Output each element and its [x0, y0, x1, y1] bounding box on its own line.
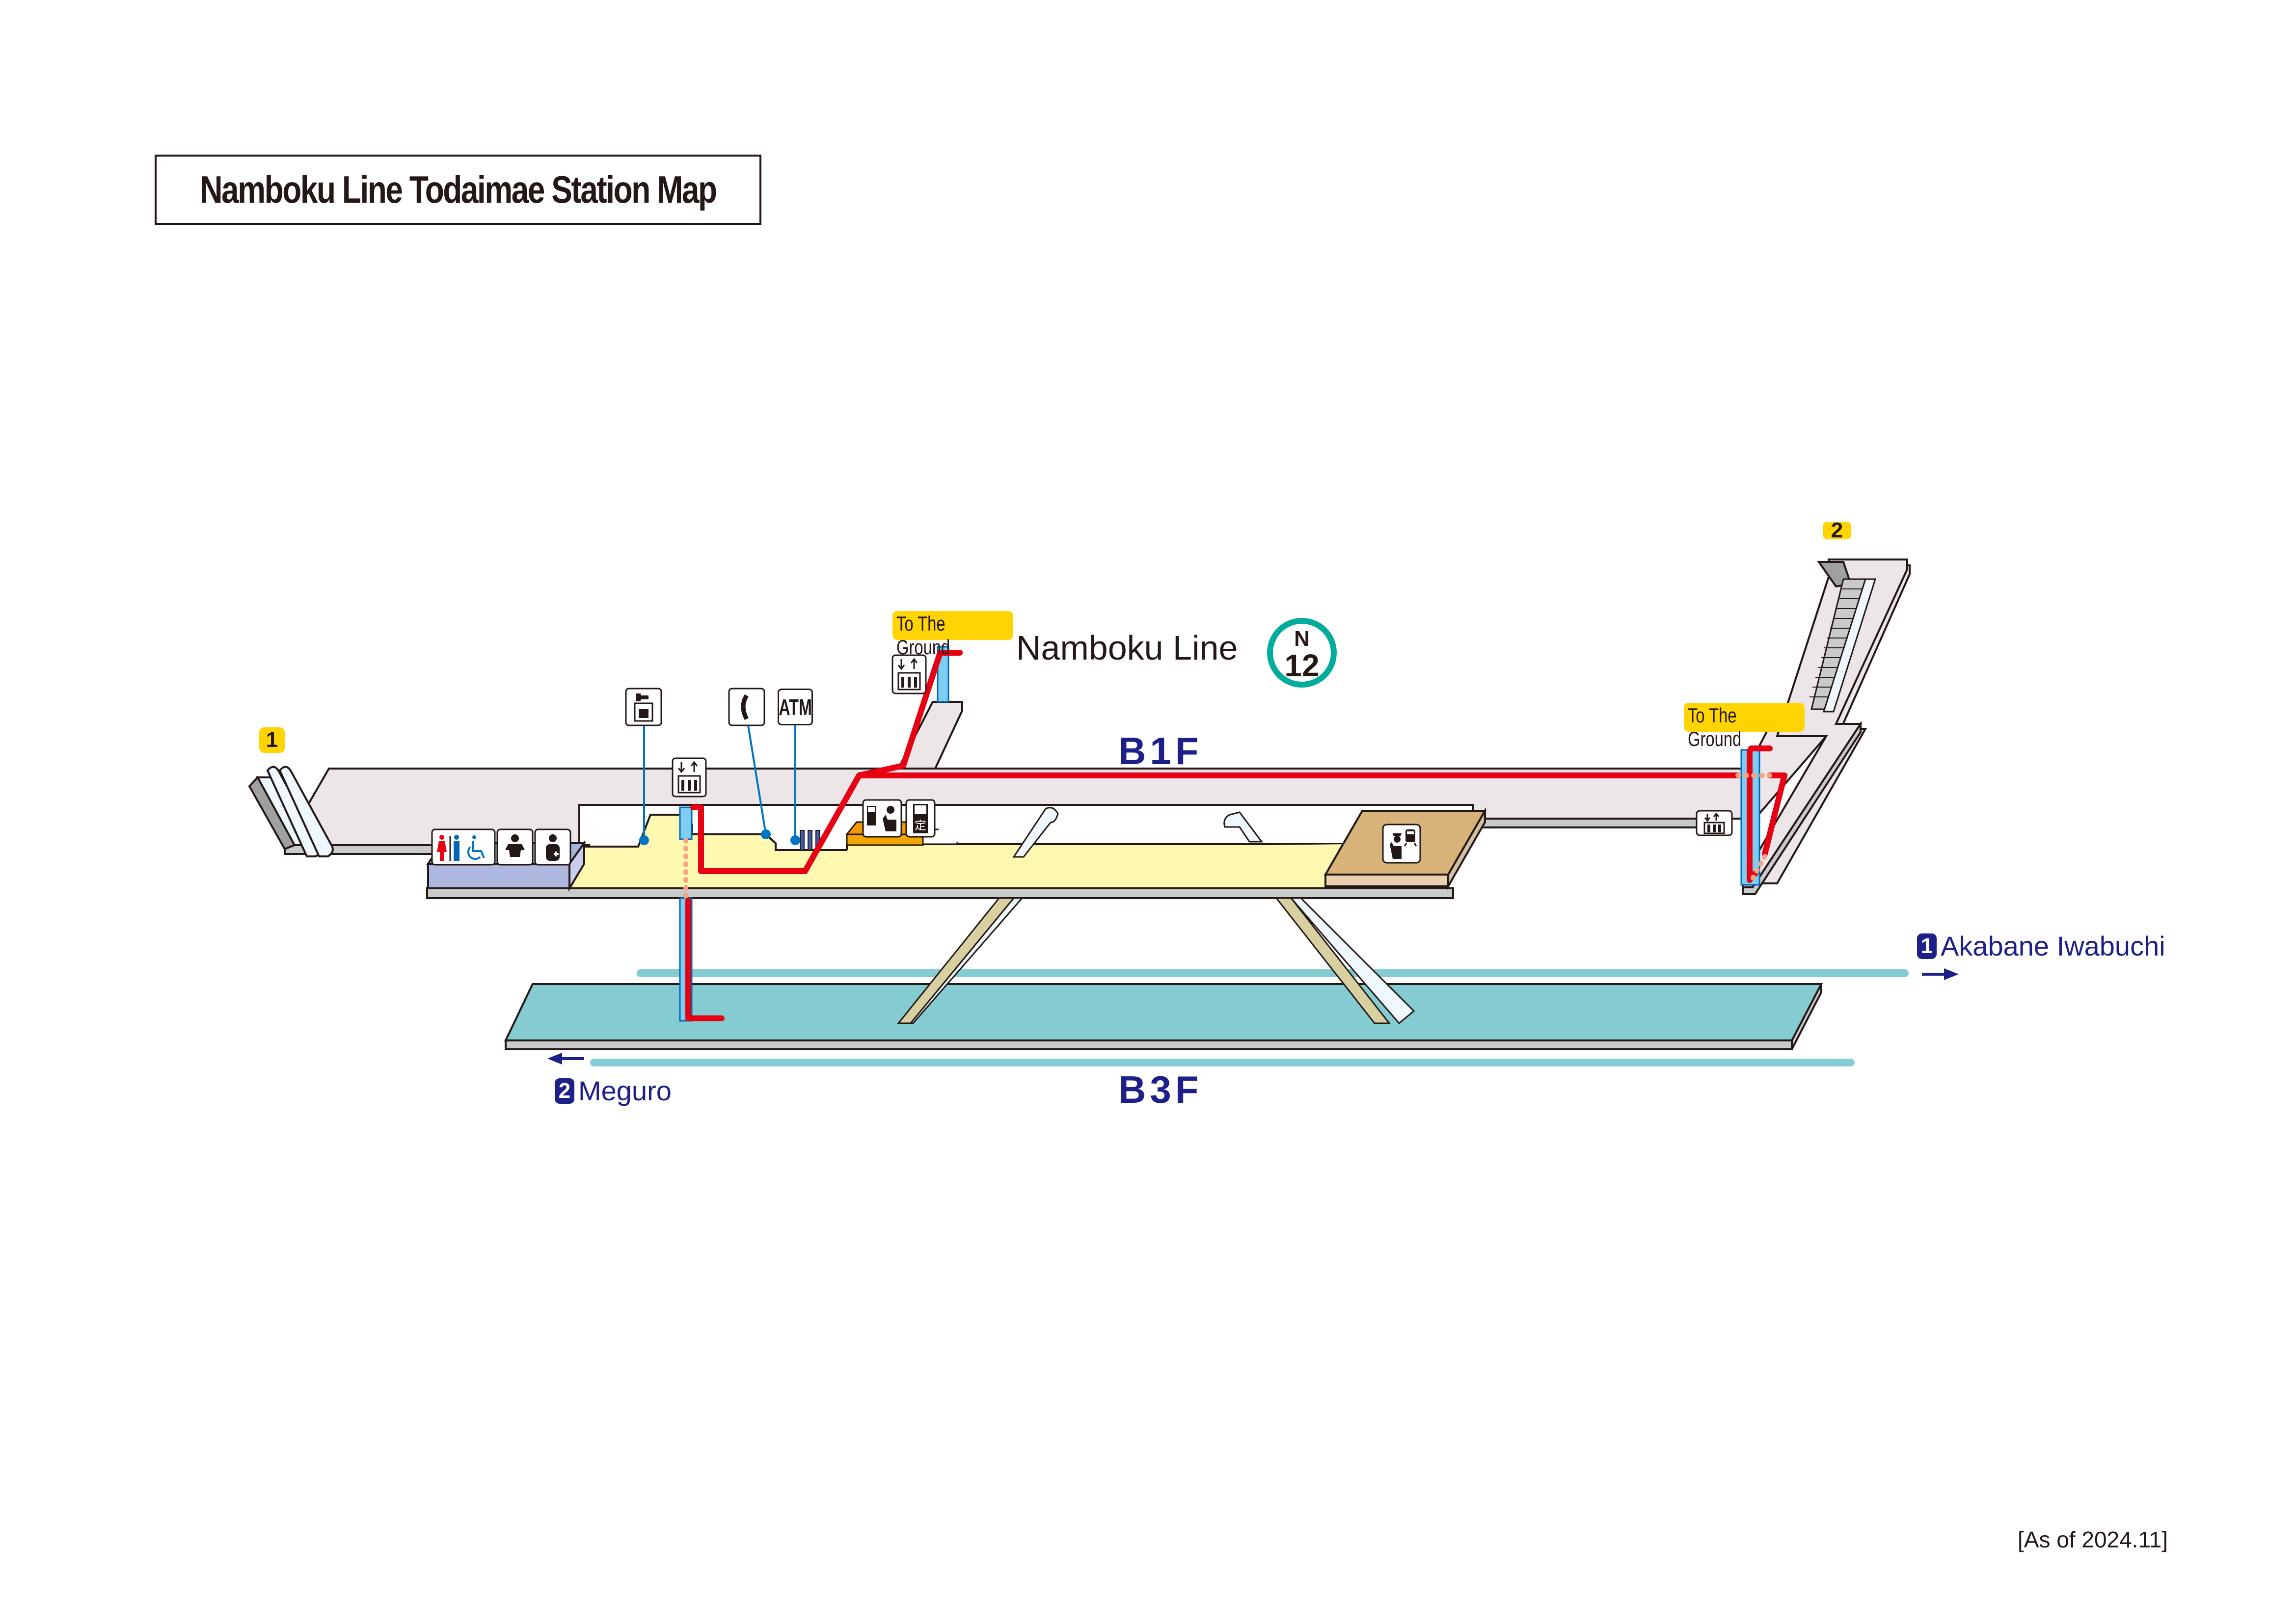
line-name: Namboku Line [1016, 629, 1238, 667]
stairs-left-to-platform [896, 807, 1059, 1024]
arrow-right-icon [1922, 968, 1959, 980]
elevator-icon [891, 654, 927, 694]
exit-1-number: 1 [266, 728, 278, 752]
fare-adjustment-icon [862, 799, 902, 838]
b3f-platform [504, 983, 1823, 1050]
exit-1-badge[interactable]: 1 [259, 727, 285, 753]
exit-2-number: 2 [1831, 518, 1843, 542]
floor-label-b1f: B1F [1118, 729, 1203, 772]
first-aid-icon [534, 828, 571, 866]
commuter-pass-icon: 定 [905, 799, 936, 838]
track-number-2: 2 [555, 1078, 574, 1104]
arrow-left-icon [547, 1053, 584, 1064]
floor-label-b3f: B3F [1118, 1068, 1203, 1111]
elevator-icon [672, 757, 707, 798]
track-number-1: 1 [1917, 933, 1937, 959]
as-of-date: [As of 2024.11] [2018, 1527, 2168, 1552]
stairs-right-to-platform [1223, 811, 1415, 1025]
exit-2-stairs [1810, 561, 1877, 713]
destination-akabane-iwabuchi: Akabane Iwabuchi [1941, 931, 2165, 961]
direction-akabane-iwabuchi: 1 Akabane Iwabuchi [1917, 930, 2165, 962]
accessible-route-dotted [1735, 773, 1772, 881]
station-office-icon [1382, 824, 1421, 864]
coin-locker-icon [625, 688, 662, 726]
line-code-letter: N [1294, 627, 1310, 651]
line-number-badge: N 12 [1267, 618, 1337, 688]
commuter-pass-char: 定 [915, 819, 926, 832]
to-ground-label-east: To The Ground [1684, 703, 1805, 750]
to-ground-label-north: To The Ground [892, 611, 1013, 659]
telephone-icon [728, 688, 765, 726]
b1f-stair-openings [922, 827, 1335, 845]
destination-meguro: Meguro [578, 1075, 672, 1106]
baby-care-icon [496, 828, 534, 866]
line-code-number: 12 [1284, 648, 1319, 683]
atm-label: ATM [779, 694, 812, 720]
pictogram-leaders [639, 725, 800, 845]
exit-2-badge[interactable]: 2 [1823, 518, 1851, 542]
atm-icon: ATM [778, 689, 813, 725]
map-title: Namboku Line Todaimae Station Map [200, 168, 717, 211]
elevator-icon [1696, 810, 1733, 836]
restroom-icon [431, 828, 496, 866]
exit-1-escalator [248, 766, 334, 857]
direction-meguro: 2 Meguro [555, 1075, 672, 1107]
map-title-box: Namboku Line Todaimae Station Map [155, 155, 761, 225]
